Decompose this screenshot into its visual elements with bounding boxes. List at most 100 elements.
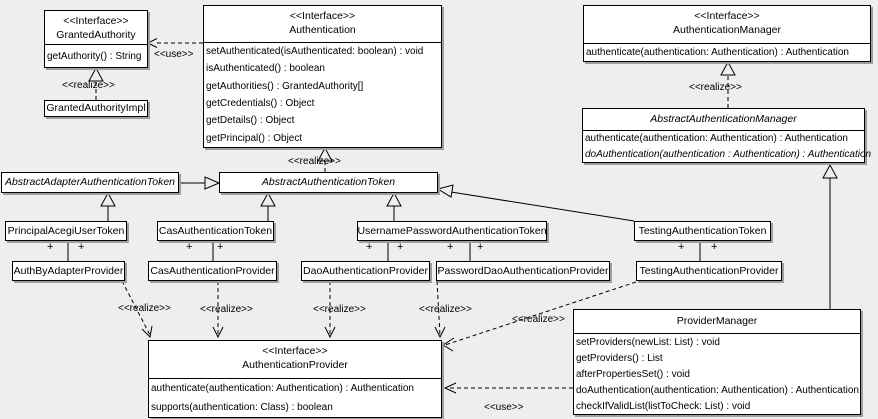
method: supports(authentication: Class) : boolea… [151, 402, 333, 413]
realize-daoauthenticationprovider [324, 281, 336, 339]
class-auth-by-adapter-provider[interactable]: AuthByAdapterProvider [12, 261, 125, 281]
method: authenticate(authentication: Authenticat… [586, 47, 849, 58]
class-cas-authentication-token[interactable]: CasAuthenticationToken [157, 221, 274, 241]
method: doAuthentication(authentication : Authen… [585, 148, 872, 160]
methods-compartment: authenticate(authentication: Authenticat… [583, 130, 872, 162]
method: authenticate(authentication: Authenticat… [151, 383, 414, 394]
use-stereotype-label: <<use>> [154, 49, 194, 60]
association-end-plus: + [477, 241, 484, 253]
class-abstract-adapter-authentication-token[interactable]: AbstractAdapterAuthenticationToken [1, 172, 179, 193]
association-end-plus: + [217, 241, 224, 253]
method: getCredentials() : Object [206, 98, 315, 110]
generalization-principalacegiusertoken [100, 191, 116, 221]
association-end-plus: + [78, 241, 85, 253]
generalization-casauthenticationtoken [260, 191, 276, 221]
class-authentication[interactable]: <<Interface>> Authentication setAuthenti… [203, 5, 442, 148]
method: checkIfValidList(listToCheck: List) : vo… [576, 400, 751, 412]
realize-stereotype-label: <<realize>> [689, 82, 742, 93]
methods-compartment: authenticate(authentication: Authenticat… [149, 378, 441, 417]
class-abstract-authentication-token[interactable]: AbstractAuthenticationToken [219, 172, 438, 193]
methods-compartment: setProviders(newList: List) : void getPr… [574, 333, 860, 414]
class-name: DaoAuthenticationProvider [303, 264, 428, 277]
class-name: CasAuthenticationToken [158, 224, 273, 237]
class-principal-acegi-user-token[interactable]: PrincipalAcegiUserToken [5, 221, 127, 241]
association-end-plus: + [678, 241, 685, 253]
stereotype-label: <<Interface>> [289, 10, 356, 22]
use-dependency-providermanager-authenticationprovider [443, 382, 573, 394]
class-name: Authentication [289, 24, 356, 36]
realize-testingauthenticationprovider [442, 281, 637, 352]
realize-stereotype-label: <<realize>> [200, 304, 253, 315]
realize-abstractauthenticationtoken-authentication [317, 146, 333, 172]
association-end-plus: + [366, 241, 373, 253]
class-authentication-manager[interactable]: <<Interface>> AuthenticationManager auth… [583, 5, 871, 62]
class-header: <<Interface>> AuthenticationProvider [149, 341, 441, 378]
method: authenticate(authentication: Authenticat… [585, 133, 848, 145]
class-testing-authentication-provider[interactable]: TestingAuthenticationProvider [636, 261, 782, 281]
method: afterPropertiesSet() : void [576, 368, 690, 380]
association-end-plus: + [47, 241, 54, 253]
class-name: AuthenticationProvider [242, 359, 348, 371]
class-name: ProviderManager [676, 315, 758, 327]
class-name: AbstractAuthenticationManager [650, 113, 797, 125]
methods-compartment: setAuthenticated(isAuthenticated: boolea… [204, 42, 441, 147]
realize-stereotype-label: <<realize>> [118, 303, 171, 314]
class-granted-authority-impl[interactable]: GrantedAuthorityImpl [44, 100, 148, 117]
generalization-usernamepasswordtoken [386, 191, 402, 221]
association-end-plus: + [447, 241, 454, 253]
class-name: AbstractAuthenticationToken [261, 176, 396, 188]
realize-grantedauthorityimpl-grantedauthority [88, 66, 104, 100]
method: getAuthority() : String [47, 50, 142, 62]
realize-stereotype-label: <<realize>> [512, 314, 565, 325]
generalization-testingauthenticationtoken [436, 184, 635, 222]
association-end-plus: + [397, 241, 404, 253]
stereotype-label: <<Interface>> [262, 345, 328, 357]
realize-passworddaoauthenticationprovider [434, 280, 446, 339]
association-end-plus: + [186, 241, 193, 253]
realize-stereotype-label: <<realize>> [313, 304, 366, 315]
method: setProviders(newList: List) : void [576, 336, 720, 348]
class-testing-authentication-token[interactable]: TestingAuthenticationToken [634, 221, 771, 241]
generalization-abstractadapter-abstracttoken [179, 176, 221, 190]
class-header: <<Interface>> AuthenticationManager [584, 6, 870, 43]
association-token-provider-lines [67, 241, 701, 261]
realize-stereotype-label: <<realize>> [62, 80, 115, 91]
class-name: AbstractAdapterAuthenticationToken [4, 176, 176, 188]
stereotype-label: <<Interface>> [63, 15, 129, 27]
realize-authbyadapterprovider [121, 280, 153, 339]
class-name: AuthByAdapterProvider [13, 264, 124, 277]
stereotype-label: <<Interface>> [694, 10, 760, 22]
realize-abstractauthenticationmanager-authenticationmanager [720, 60, 736, 108]
class-abstract-authentication-manager[interactable]: AbstractAuthenticationManager authentica… [582, 108, 872, 163]
class-name: AuthenticationManager [673, 24, 781, 36]
realize-stereotype-label: <<realize>> [288, 156, 341, 167]
method: getAuthorities() : GrantedAuthority[] [206, 80, 364, 92]
method: getProviders() : List [576, 352, 663, 364]
class-cas-authentication-provider[interactable]: CasAuthenticationProvider [148, 261, 277, 281]
generalization-providermanager-abstractauthenticationmanager [822, 163, 838, 309]
class-password-dao-authentication-provider[interactable]: PasswordDaoAuthenticationProvider [436, 261, 610, 281]
method: isAuthenticated() : boolean [206, 63, 325, 75]
association-end-plus: + [711, 241, 718, 253]
method: doAuthentication(authentication: Authent… [576, 384, 859, 396]
class-name: GrantedAuthorityImpl [46, 102, 146, 114]
class-name: UsernamePasswordAuthenticationToken [357, 224, 547, 237]
class-header: ProviderManager [574, 310, 860, 333]
realize-stereotype-label: <<realize>> [419, 304, 472, 315]
class-authentication-provider[interactable]: <<Interface>> AuthenticationProvider aut… [148, 340, 442, 418]
methods-compartment: authenticate(authentication: Authenticat… [584, 43, 870, 61]
class-name: CasAuthenticationProvider [150, 264, 275, 277]
class-header: <<Interface>> Authentication [204, 6, 441, 42]
class-granted-authority[interactable]: <<Interface>> GrantedAuthority getAuthor… [44, 10, 148, 68]
use-dependency-authentication-grantedauthority [146, 38, 203, 48]
class-dao-authentication-provider[interactable]: DaoAuthenticationProvider [301, 261, 430, 281]
class-username-password-authentication-token[interactable]: UsernamePasswordAuthenticationToken [357, 221, 547, 241]
class-provider-manager[interactable]: ProviderManager setProviders(newList: Li… [573, 309, 861, 415]
class-name: PrincipalAcegiUserToken [7, 224, 125, 237]
realize-casauthenticationprovider [212, 281, 224, 339]
class-header: AbstractAuthenticationManager [583, 109, 864, 130]
class-name: TestingAuthenticationProvider [639, 264, 779, 277]
method: getPrincipal() : Object [206, 132, 303, 144]
use-stereotype-label: <<use>> [484, 402, 524, 413]
method: setAuthenticated(isAuthenticated: boolea… [206, 46, 424, 58]
